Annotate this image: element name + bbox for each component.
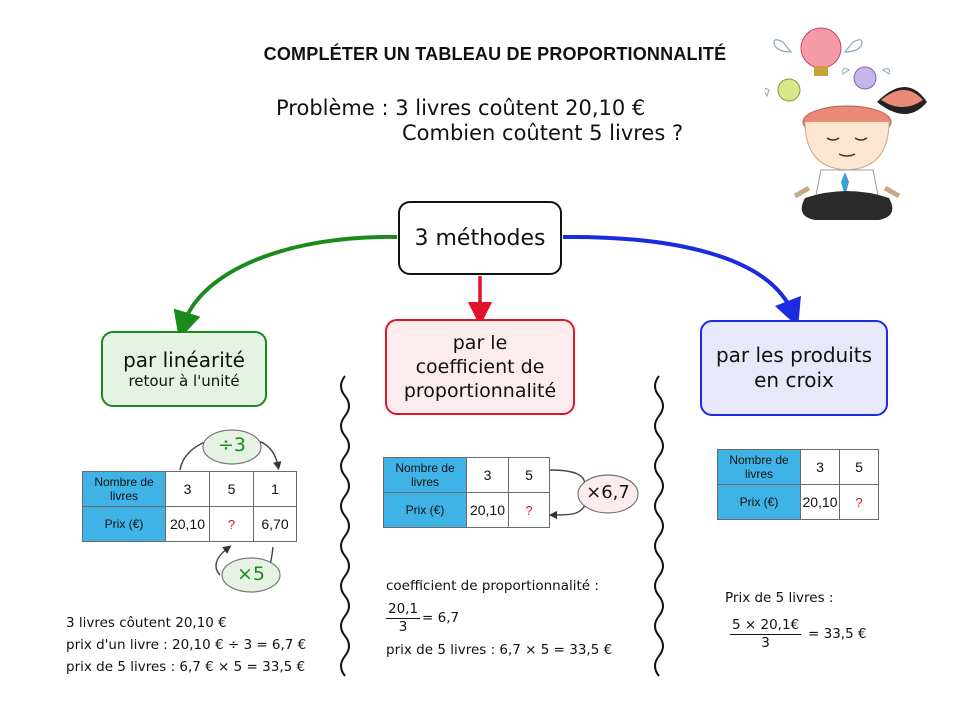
table-header-cell: Nombre de livres [82,471,166,507]
meditating-idea-head-icon [765,27,927,220]
table-cell: 6,70 [253,506,297,542]
fraction-numerator: 5 × 20,1€ [730,617,802,635]
linearite-line-2: prix d'un livre : 20,10 € ÷ 3 = 6,7 € [66,637,307,653]
table-header-cell: Prix (€) [383,492,467,528]
method-linearite-subtitle: retour à l'unité [128,372,240,390]
table-cell: 20,10 [800,484,840,520]
green-arrow [173,234,398,340]
method-croix-title-1: par les produits [715,343,873,367]
coefficient-line-2: prix de 5 livres : 6,7 × 5 = 33,5 € [386,642,613,658]
page-title: COMPLÉTER UN TABLEAU DE PROPORTIONNALITÉ [263,44,727,64]
table-cell-unknown: ? [508,492,550,528]
problem-line-2: Combien coûtent 5 livres ? [402,121,684,145]
method-coefficient-box: par le coefficient de proportionnalité [385,319,575,415]
table-cell-unknown: ? [209,506,254,542]
croix-line-1: Prix de 5 livres : [725,590,834,606]
multiply-bubble [221,557,281,593]
linearite-line-3: prix de 5 livres : 6,7 € × 5 = 33,5 € [66,659,306,675]
table-row: Prix (€) 20,10 ? 6,70 [82,506,297,542]
table-cell: 20,10 [466,492,509,528]
table-row: Prix (€) 20,10 ? [383,492,550,528]
multiply-operator-label: ×5 [236,563,265,585]
table-cell: 1 [253,471,297,507]
table-header-cell: Prix (€) [82,506,166,542]
table-cell: 5 [839,449,879,485]
method-coefficient-title-1: par le [452,332,508,354]
fraction-denominator: 3 [398,619,408,635]
coefficient-table: Nombre de livres 3 5 Prix (€) 20,10 ? [383,457,550,528]
method-coefficient-title-2: coefficient de [415,356,545,378]
method-croix-title-2: en croix [754,368,834,392]
blue-arrow [562,234,801,328]
table-cell: 5 [508,457,550,493]
coefficient-fraction-result: = 6,7 [422,610,460,626]
methods-root-box: 3 méthodes [398,201,562,275]
method-croix-box: par les produits en croix [700,320,888,416]
table-row: Nombre de livres 3 5 1 [82,471,297,507]
table-cell: 5 [209,471,254,507]
croix-fraction-result: = 33,5 € [808,626,867,642]
problem-line-1: Problème : 3 livres coûtent 20,10 € [276,96,646,120]
table-row: Nombre de livres 3 5 [383,457,550,493]
table-cell: 3 [165,471,210,507]
table-header-cell: Prix (€) [717,484,801,520]
table-header-cell: Nombre de livres [383,457,467,493]
table-cell: 3 [466,457,509,493]
croix-fraction: 5 × 20,1€ 3 [730,617,802,651]
method-linearite-box: par linéarité retour à l'unité [101,331,267,407]
methods-root-label: 3 méthodes [414,225,546,251]
table-header-cell: Nombre de livres [717,449,801,485]
linearite-table: Nombre de livres 3 5 1 Prix (€) 20,10 ? … [82,471,297,542]
method-linearite-title: par linéarité [123,348,245,372]
table-row: Nombre de livres 3 5 [717,449,879,485]
coef-operator-label: ×6,7 [586,482,630,503]
coefficient-line-1: coefficient de proportionnalité : [386,578,599,594]
wavy-separator-left [340,375,350,677]
divide-operator-label: ÷3 [217,434,246,456]
coefficient-fraction: 20,1 3 [386,601,421,635]
croix-table: Nombre de livres 3 5 Prix (€) 20,10 ? [717,449,879,520]
table-cell-unknown: ? [839,484,879,520]
method-coefficient-title-3: proportionnalité [403,380,557,402]
table-cell: 20,10 [165,506,210,542]
coef-bubble [577,474,639,514]
table-cell: 3 [800,449,840,485]
wavy-separator-right [654,375,664,677]
table-row: Prix (€) 20,10 ? [717,484,879,520]
fraction-numerator: 20,1 [386,601,421,619]
linearite-line-1: 3 livres côutent 20,10 € [66,615,227,631]
fraction-denominator: 3 [761,635,770,651]
divide-bubble [202,429,262,465]
